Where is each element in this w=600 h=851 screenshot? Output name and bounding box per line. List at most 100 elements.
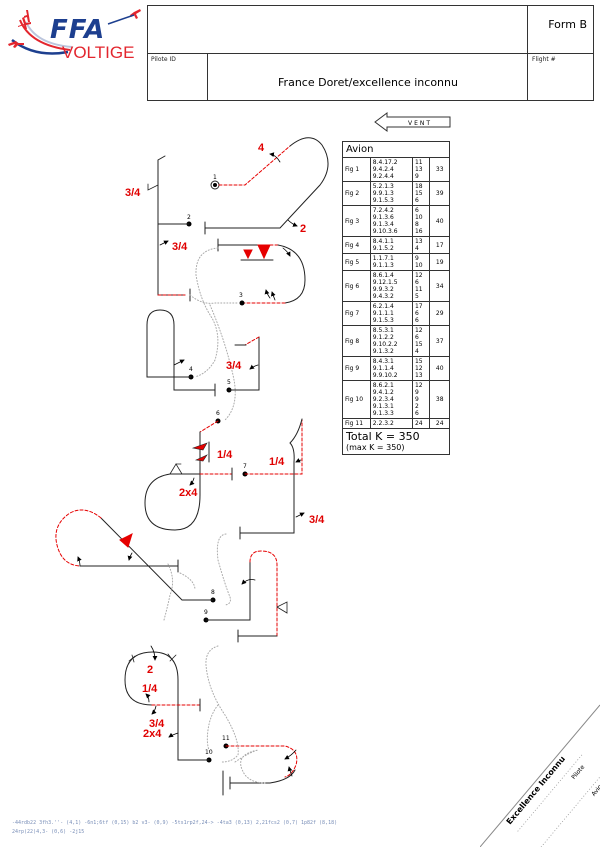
catalog-number: 9.1.5.3 [372, 197, 394, 204]
pilot-signature-name: Excellence Inconnu [505, 754, 568, 826]
roll-labels: 4 2 3/4 3/4 3/4 1/4 2x4 1/4 3/4 2 1/4 3/… [125, 142, 325, 740]
catalog-number: 9.1.2.2 [372, 334, 394, 341]
catalog-number: 2.2.3.2 [372, 420, 394, 427]
figure-4 [146, 309, 216, 397]
figure-number-labels: 1 2 3 4 5 6 7 8 9 10 11 [187, 174, 247, 756]
k-factor: 12 [414, 382, 423, 389]
sequence-diagram: 1 2 3 4 5 6 7 8 9 10 11 4 2 3/4 3/4 3/4 … [0, 120, 345, 800]
k-factor: 11 [414, 159, 423, 166]
k-factor: 17 [414, 303, 423, 310]
catalog-number: 9.10.2.2 [372, 341, 398, 348]
figure-label: Fig 6 [342, 270, 371, 302]
catalog-number: 9.1.3.3 [372, 410, 394, 417]
k-factor: 13 [414, 238, 423, 245]
figure-total-k: 38 [429, 380, 450, 419]
catalog-number: 9.1.3.1 [372, 403, 394, 410]
figure-label: Fig 8 [342, 325, 371, 357]
flight-number-label: Flight # [532, 56, 556, 63]
k-factor: 6 [414, 197, 419, 204]
figure-label: Fig 10 [342, 380, 371, 419]
roll-label: 3/4 [172, 241, 188, 253]
pilot-label: Pilote [570, 764, 586, 781]
k-factor: 12 [414, 327, 423, 334]
figure-label: Fig 5 [342, 253, 371, 271]
k-factor: 9 [414, 396, 419, 403]
catalog-number: 9.1.1.4 [372, 365, 394, 372]
k-factor: 15 [414, 341, 423, 348]
figure-total-k: 37 [429, 325, 450, 357]
catalog-number: 9.9.10.2 [372, 372, 398, 379]
k-factor: 6 [414, 310, 419, 317]
roll-label: 2x4 [179, 487, 198, 499]
form-label: Form B [548, 18, 587, 31]
figure-label: Fig 9 [342, 356, 371, 381]
k-factor: 18 [414, 183, 423, 190]
roll-label: 2 [147, 664, 153, 676]
figure-number: 7 [243, 463, 247, 470]
k-factor: 5 [414, 293, 419, 300]
k-factor: 6 [414, 317, 419, 324]
max-k: (max K = 350) [346, 443, 405, 452]
k-factor: 11 [414, 286, 423, 293]
k-factor: 6 [414, 279, 419, 286]
table-title: Avion [342, 141, 450, 158]
k-factor: 13 [414, 372, 423, 379]
figure-total-k: 40 [429, 356, 450, 381]
plane-icon [8, 41, 24, 48]
figure-6 [144, 418, 233, 531]
figure-number: 2 [187, 214, 191, 221]
roll-label: 3/4 [125, 187, 141, 199]
logo-ffa-text: FFA [50, 15, 105, 45]
wind-direction-arrow: VENT [374, 112, 452, 132]
figure-label: Fig 11 [342, 418, 371, 429]
diagonal-divider [479, 704, 600, 848]
roll-label: 4 [258, 142, 265, 154]
sequence-code-line: 24rp(22)4,3- (0,6) -2j15 [12, 829, 85, 835]
figure-1 [204, 137, 329, 235]
catalog-number: 9.4.3.2 [372, 293, 394, 300]
total-cell: Total K = 350 (max K = 350) [342, 428, 450, 455]
k-factor: 9 [414, 389, 419, 396]
figure-total-k: 39 [429, 181, 450, 206]
k-factor: 10 [414, 262, 423, 269]
catalog-number: 9.1.5.3 [372, 317, 394, 324]
k-factor: 6 [414, 410, 419, 417]
figure-total-k: 40 [429, 205, 450, 237]
k-factor: 9 [414, 255, 419, 262]
ffa-voltige-logo: FFA VOLTIGE [0, 0, 150, 62]
figure-total-k: 34 [429, 270, 450, 302]
aircraft-signature-line [538, 772, 600, 850]
roll-label: 1/4 [269, 456, 285, 468]
catalog-number: 9.4.1.2 [372, 389, 394, 396]
catalog-number: 8.4.17.2 [372, 159, 398, 166]
figure-number: 6 [216, 410, 220, 417]
figure-5 [226, 336, 260, 393]
sequence-code-footer: -44rdb22 3fh3.''- (4,1) -6n1;6tf (0,15) … [12, 819, 412, 837]
k-factor: 15 [414, 190, 423, 197]
figure-8 [55, 509, 216, 603]
roll-label: 2x4 [143, 728, 162, 740]
catalog-number: 1.1.7.1 [372, 255, 394, 262]
roll-label: 1/4 [142, 683, 158, 695]
figure-label: Fig 1 [342, 157, 371, 182]
header-divider [527, 6, 528, 100]
catalog-number: 8.6.1.4 [372, 272, 394, 279]
catalog-number: 8.6.2.1 [372, 382, 394, 389]
catalog-number: 9.1.5.2 [372, 245, 394, 252]
figure-10 [124, 645, 212, 763]
figure-total-k: 29 [429, 301, 450, 326]
